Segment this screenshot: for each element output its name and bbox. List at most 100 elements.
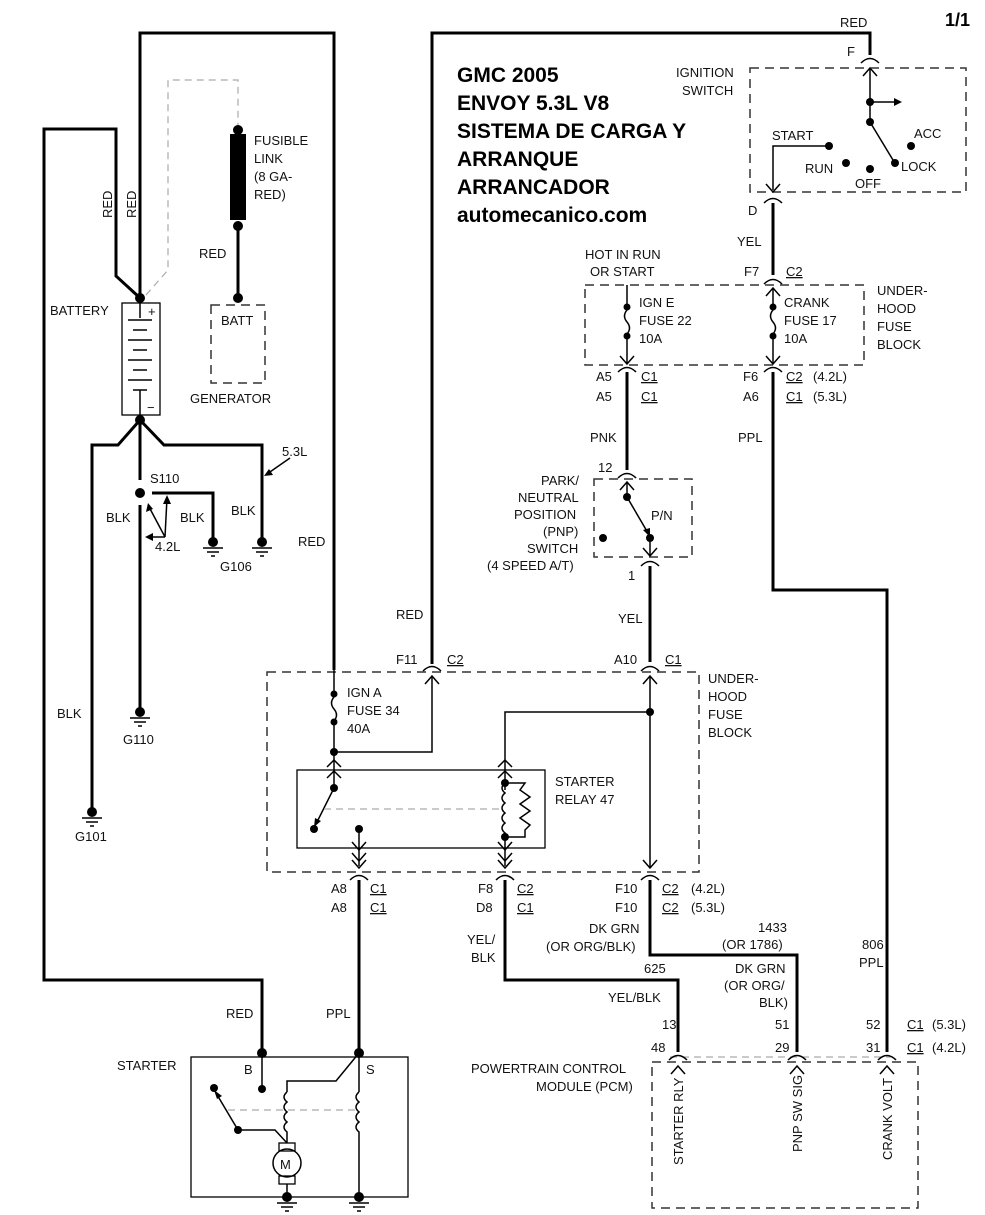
- fusible-link-label-4: RED): [254, 187, 286, 202]
- starter-relay-label-1: STARTER: [555, 774, 614, 789]
- wire-label-dkgrn2-2: (OR ORG/: [724, 978, 785, 993]
- ignition-pin-d: D: [748, 203, 757, 218]
- ground-label-g106: G106: [220, 559, 252, 574]
- wire-label-yelblk-1: YEL/: [467, 932, 496, 947]
- connector-c1-a8a: C1: [370, 881, 387, 896]
- ignition-label-2: SWITCH: [682, 83, 733, 98]
- pcm-connector-c1-a: C1: [907, 1017, 924, 1032]
- wire-label-blk-3: BLK: [231, 503, 256, 518]
- pnp-pn-label: P/N: [651, 508, 673, 523]
- title-line-2: ENVOY 5.3L V8: [457, 92, 609, 115]
- upper-fuse-block-name-4: BLOCK: [877, 337, 921, 352]
- fuse-ign-e-label-2: FUSE 22: [639, 313, 692, 328]
- wire-label-dkgrn-2: (OR ORG/BLK): [546, 939, 636, 954]
- pnp-label-6: (4 SPEED A/T): [487, 558, 574, 573]
- variant-42-a: (4.2L): [813, 369, 847, 384]
- connector-c2-b: C2: [786, 369, 803, 384]
- pin-f11: F11: [396, 652, 417, 667]
- pin-f6: F6: [743, 369, 758, 384]
- wire-blk-g101: [90, 419, 142, 810]
- battery-plus: +: [148, 304, 156, 319]
- fuse-ign-a-label-3: 40A: [347, 721, 370, 736]
- ground-g106-a: [203, 537, 223, 557]
- fuse-ign-a-label-2: FUSE 34: [347, 703, 400, 718]
- connector-c1-b: C1: [641, 389, 658, 404]
- pin-f10-2: F10: [615, 900, 637, 915]
- pcm-label-2: MODULE (PCM): [536, 1079, 633, 1094]
- starter-relay-label-2: RELAY 47: [555, 792, 615, 807]
- pcm-signal-starter-rly: STARTER RLY: [671, 1077, 686, 1165]
- variant-42-b: (4.2L): [691, 881, 725, 896]
- ground-label-g110: G110: [123, 732, 154, 747]
- ground-g106-b: [252, 537, 272, 557]
- ground-g110: [130, 707, 150, 727]
- title-line-3: SISTEMA DE CARGA Y: [457, 120, 686, 143]
- wire-label-red-1: RED: [100, 191, 115, 218]
- wire-label-ppl-806: PPL: [859, 955, 884, 970]
- title-line-5: ARRANCADOR: [457, 176, 610, 199]
- pcm-signal-crank-volt: CRANK VOLT: [880, 1078, 895, 1160]
- upper-fuse-block-name-1: UNDER-: [877, 283, 928, 298]
- wire-label-dkgrn2-1: DK GRN: [735, 961, 786, 976]
- pnp-label-3: POSITION: [514, 507, 576, 522]
- wire-blk-s110-g106: [152, 491, 215, 538]
- pnp-label-2: NEUTRAL: [518, 490, 579, 505]
- pnp-pin-12: 12: [598, 460, 612, 475]
- pin-f10-1: F10: [615, 881, 637, 896]
- fusible-link-label-3: (8 GA-: [254, 169, 292, 184]
- lower-fuse-block-name-4: BLOCK: [708, 725, 752, 740]
- pcm-pin-29: 29: [775, 1040, 789, 1055]
- splice-s110: [135, 488, 145, 498]
- ignition-label-1: IGNITION: [676, 65, 734, 80]
- starter-relay: [296, 769, 546, 849]
- starter-terminal-b: B: [244, 1062, 253, 1077]
- wire-red-battery-to-starter: [42, 127, 264, 1053]
- pcm: 13 48 51 29 52 31 C1 C1 (5.3L) (4.2L) ST…: [471, 1017, 966, 1209]
- variant-53-a: (5.3L): [813, 389, 847, 404]
- fuse-crank-label-3: 10A: [784, 331, 807, 346]
- ignition-pos-run: RUN: [805, 161, 833, 176]
- variant-53-b: (5.3L): [691, 900, 725, 915]
- generator-label: GENERATOR: [190, 391, 271, 406]
- pcm-label-1: POWERTRAIN CONTROL: [471, 1061, 626, 1076]
- ignition-pos-start: START: [772, 128, 813, 143]
- wire-label-yel: YEL: [618, 611, 643, 626]
- connector-c1-a10: C1: [665, 652, 682, 667]
- lower-fuse-block-name-2: HOOD: [708, 689, 747, 704]
- battery-minus: −: [147, 400, 155, 415]
- starter-terminal-s: S: [366, 1062, 375, 1077]
- pin-a5-1: A5: [596, 369, 612, 384]
- pcm-pin-51: 51: [775, 1017, 789, 1032]
- upper-fuse-connector-c2: C2: [786, 264, 803, 279]
- starter-label: STARTER: [117, 1058, 176, 1073]
- connector-c2-f10b: C2: [662, 900, 679, 915]
- circuit-806: 806: [862, 937, 884, 952]
- pcm-pin-31: 31: [866, 1040, 880, 1055]
- wire-label-yelblk-2: BLK: [471, 950, 496, 965]
- wire-label-red-mid: RED: [396, 607, 423, 622]
- page-indicator: 1/1: [945, 10, 970, 30]
- wire-label-red-2: RED: [124, 191, 139, 218]
- upper-fuse-block-name-2: HOOD: [877, 301, 916, 316]
- ground-g101: [82, 807, 102, 827]
- pcm-variant-42: (4.2L): [932, 1040, 966, 1055]
- wire-label-red-ign-a: RED: [298, 534, 325, 549]
- pcm-signal-pnp-sw-sig: PNP SW SIG: [790, 1075, 805, 1152]
- wire-yelblk-625: [503, 880, 680, 1052]
- generator-terminal-batt: BATT: [221, 313, 253, 328]
- title-line-1: GMC 2005: [457, 64, 559, 87]
- pcm-pin-48: 48: [651, 1040, 665, 1055]
- fuse-crank-label-1: CRANK: [784, 295, 830, 310]
- battery: + − BATTERY: [50, 293, 161, 425]
- splice-s110-label: S110: [150, 471, 179, 486]
- fuse-ign-e-label-3: 10A: [639, 331, 662, 346]
- circuit-625: 625: [644, 961, 666, 976]
- wire-label-blk-4: BLK: [57, 706, 82, 721]
- fusible-link-wire-label: RED: [199, 246, 226, 261]
- hot-in-run-label-1: HOT IN RUN: [585, 247, 661, 262]
- pin-a8-1: A8: [331, 881, 347, 896]
- wire-label-blk-1: BLK: [106, 510, 131, 525]
- variant-label-42: 4.2L: [155, 539, 180, 554]
- lower-fuse-block-name-3: FUSE: [708, 707, 743, 722]
- upper-fuse-block-name-3: FUSE: [877, 319, 912, 334]
